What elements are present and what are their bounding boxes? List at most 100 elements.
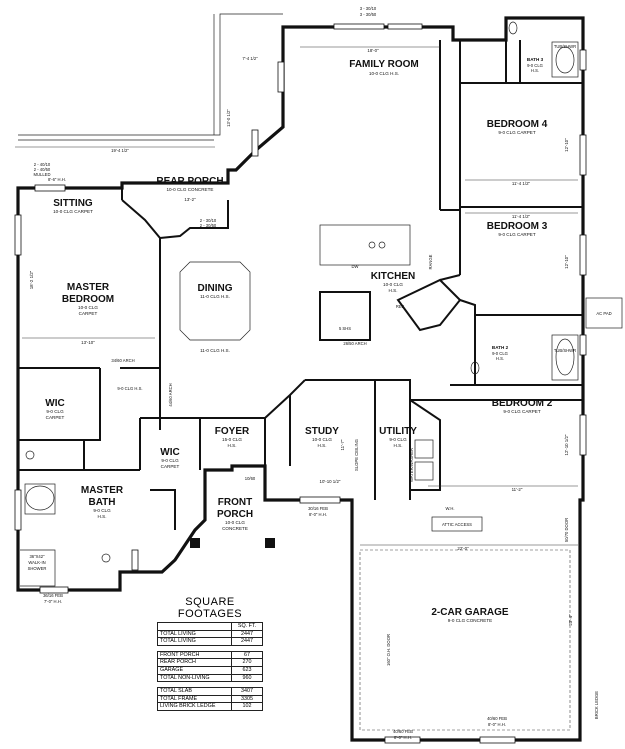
- study-name: STUDY: [305, 426, 339, 437]
- front-door-2: 8'-0" H.H.: [309, 512, 327, 517]
- family-room-dim: 18'-0": [367, 48, 379, 53]
- front-win-1: 36/16 FEB: [43, 593, 63, 598]
- attic-label: ATTIC ACCESS: [442, 522, 472, 527]
- wh-label: W.H.: [445, 506, 454, 511]
- sqft-label: FRONT PORCH: [157, 650, 232, 660]
- garage-dim-h: 22'-0": [457, 546, 469, 551]
- sqft-label: LIVING BRICK LEDGE: [157, 702, 232, 711]
- arch2-label: 26/50 ARCH: [343, 341, 366, 346]
- rear-porch-spec: 10-0 CLG CONCRETE: [167, 187, 214, 192]
- arch-label: 34/60 ARCH: [111, 358, 134, 363]
- rear-porch-window-1: 2 - 40/10: [34, 162, 51, 167]
- shower-2: WALK-IN: [28, 560, 45, 565]
- dining-spec: 11-0 CLG H.S.: [200, 294, 230, 299]
- bedroom2-dim-v: 12'-10 1/2": [564, 434, 569, 455]
- utility-spec-2: H.S.: [394, 443, 403, 448]
- arch3-label: 44/60 ARCH: [168, 383, 173, 406]
- bedroom2-name: BEDROOM 2: [492, 398, 553, 409]
- windows: [14, 23, 587, 744]
- master-bedroom-spec-1: 10-0 CLG: [78, 305, 98, 310]
- master-bedroom-name-2: BEDROOM: [62, 294, 114, 305]
- utility-spec-1: 9-0 CLG: [389, 437, 407, 442]
- garage-spec: 9-0 CLG CONCRETE: [448, 618, 492, 623]
- sqft-title-1: SQUARE: [185, 596, 235, 608]
- kitchen-spec-1: 10-0 CLG: [383, 282, 403, 287]
- wic-center-spec-2: CARPET: [161, 464, 180, 469]
- bath2-spec-1: 9-0 CLG: [492, 351, 508, 356]
- foyer-door: 10/60: [245, 476, 256, 481]
- sitting-name: SITTING: [53, 198, 93, 209]
- rear-porch-outline: [18, 13, 283, 141]
- kitchen-spec-2: H.S.: [389, 288, 398, 293]
- door-5070-label: 50/70 DOOR: [564, 518, 569, 542]
- master-bedroom-spec-2: CARPET: [79, 311, 98, 316]
- bedroom2-spec: 9-0 CLG CARPET: [503, 409, 540, 414]
- rear-porch-window-2: 2 - 40/50: [34, 167, 51, 172]
- bath2-name: BATH 2: [492, 345, 509, 350]
- sqft-value: 2447: [231, 637, 263, 646]
- wic-left-name: WIC: [45, 398, 64, 409]
- sqft-value: 3305: [231, 694, 263, 704]
- sqft-title-2: FOOTAGES: [177, 608, 243, 620]
- bedroom4-name: BEDROOM 4: [487, 119, 548, 130]
- sqft-label: REAR PORCH: [157, 658, 232, 667]
- range-label: RANGE: [428, 254, 433, 269]
- family-room-spec: 10-0 CLG H.S.: [369, 71, 399, 76]
- bedroom4-dim-h: 11'-4 1/2": [512, 181, 531, 186]
- bedroom4-dim-v: 12'-10": [564, 138, 569, 152]
- master-bath-spec-2: H.S.: [98, 514, 107, 519]
- master-bedroom-dim-v: 18'-2 1/2": [29, 270, 34, 289]
- sqft-label: TOTAL FRAME: [157, 694, 232, 704]
- garage-name: 2-CAR GARAGE: [431, 607, 509, 618]
- garage-dim-v: 23'-4": [568, 614, 573, 626]
- sqft-unit: SQ. FT.: [231, 622, 263, 631]
- annotations: 3 - 30/10 3 - 30/50 7'-4 1/2" 13'-0 1/2"…: [28, 6, 623, 740]
- bedroom3-spec: 9-0 CLG CARPET: [498, 232, 535, 237]
- front-win-2: 7'-0" H.H.: [44, 599, 62, 604]
- sqft-label: GARAGE: [157, 665, 232, 675]
- bath2-spec-2: H.S.: [496, 356, 504, 361]
- sqft-value: 2447: [231, 629, 263, 639]
- wic-left-spec-2: CARPET: [46, 415, 65, 420]
- kitchen-name: KITCHEN: [371, 271, 415, 282]
- front-porch-spec-2: CONCRETE: [222, 526, 248, 531]
- sqft-value: 623: [231, 665, 263, 675]
- utility-name: UTILITY: [379, 426, 417, 437]
- study-spec-2: H.S.: [318, 443, 327, 448]
- rear-porch-window-3: MULLED: [34, 172, 51, 177]
- dw-label: DW: [352, 264, 359, 269]
- rear-porch-dim: 13'-2": [184, 197, 196, 202]
- wic-center-spec-1: 9-0 CLG: [161, 458, 179, 463]
- interior-walls: [18, 40, 583, 530]
- sqft-value: 102: [231, 702, 263, 711]
- shower-1: 36"X42": [29, 554, 45, 559]
- wic-left-spec-1: 9-0 CLG: [46, 409, 64, 414]
- room-labels: FAMILY ROOM 10-0 CLG H.S. 18'-0" REAR PO…: [29, 48, 573, 626]
- porch-dim-top: 7'-4 1/2": [242, 56, 258, 61]
- windows-top-label-1: 3 - 30/10: [360, 6, 377, 11]
- washer-label: WATER/WASHER: [409, 448, 414, 482]
- shower-3: SHOWER: [28, 566, 47, 571]
- clg-label: 9-0 CLG H.S.: [117, 386, 142, 391]
- master-bedroom-dim-h: 13'-10": [81, 340, 95, 345]
- tub-label-2: TUB/SHWR: [554, 348, 576, 353]
- sqft-label: TOTAL NON-LIVING: [157, 673, 232, 683]
- family-room-name: FAMILY ROOM: [349, 59, 418, 70]
- bedroom2-dim-h: 11'-2": [512, 487, 523, 492]
- master-bath-name-2: BATH: [88, 497, 115, 508]
- ac-pad: [585, 297, 623, 329]
- dining-dim: 11-0 CLG H.S.: [200, 348, 230, 353]
- shs-label: 5 SHS: [339, 326, 351, 331]
- garage-door-1a: 40/60 FEB: [393, 729, 413, 734]
- bath3-name: BATH 3: [527, 57, 544, 62]
- rear-win-1: 2 - 30/10: [200, 218, 217, 223]
- wic-center-name: WIC: [160, 447, 179, 458]
- foyer-spec-2: H.S.: [228, 443, 237, 448]
